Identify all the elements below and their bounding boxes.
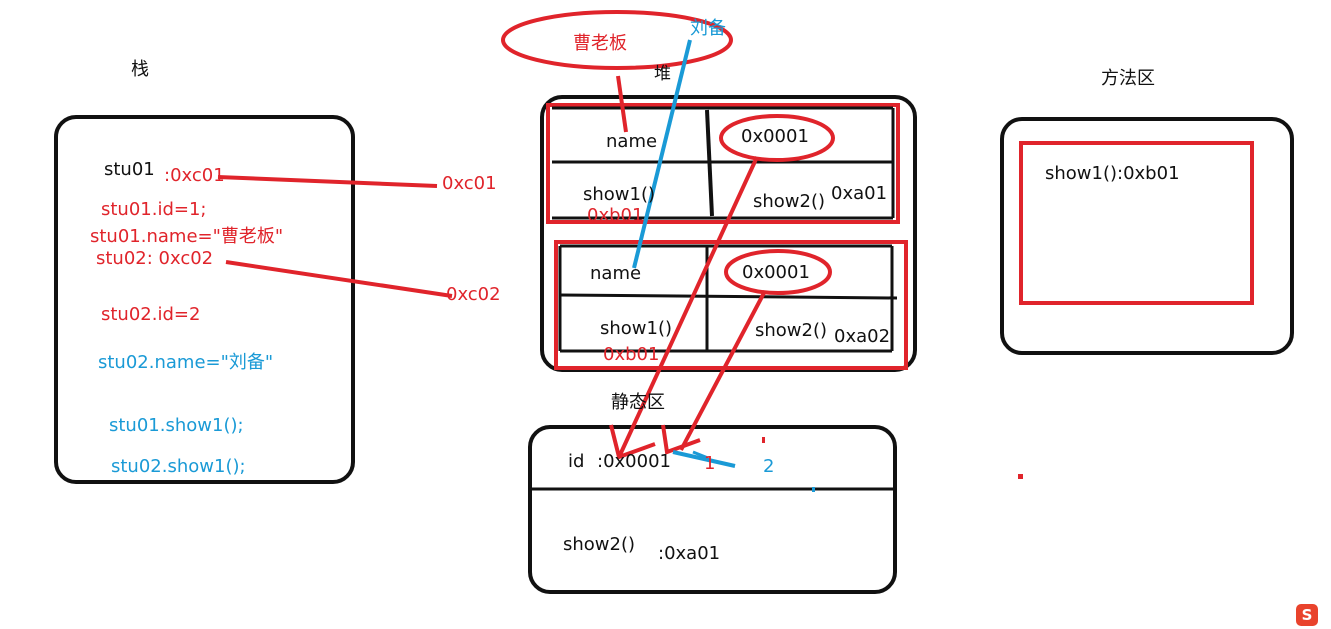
heap-obj1-method1-addr: 0xb01 <box>587 205 644 226</box>
static-id-label: id <box>568 451 585 472</box>
static-area-box <box>528 425 897 594</box>
heap-obj2-method2: show2() <box>755 320 828 341</box>
ref-oval-2 <box>724 249 832 295</box>
heap-obj1-method2-addr: 0xa01 <box>831 183 888 204</box>
stack-stu01-id: stu01.id=1; <box>101 199 207 220</box>
stack-stu02-id: stu02.id=2 <box>101 304 201 325</box>
ime-logo: S <box>1296 604 1318 626</box>
ref-line-1 <box>217 175 438 188</box>
stack-stu02: stu02: 0xc02 <box>96 248 214 269</box>
static-method: show2() <box>563 534 636 555</box>
ref-oval-1 <box>719 114 835 162</box>
heap-obj1-field: name <box>606 131 658 152</box>
stack-stu01-name: stu01.name="曹老板" <box>90 226 284 247</box>
stack-call-2: stu02.show1(); <box>111 456 246 477</box>
heap-obj1-method1: show1() <box>583 184 656 205</box>
stack-stu02-name: stu02.name="刘备" <box>98 352 274 373</box>
heap-obj1-ref: 0x0001 <box>741 126 809 147</box>
oval-label: 曹老板 <box>573 33 627 54</box>
heap-obj2-field: name <box>590 263 642 284</box>
arrow-label-obj2: 0xc02 <box>446 284 501 305</box>
heap-object-1-frame <box>546 103 900 224</box>
method-area-heading: 方法区 <box>1101 68 1155 89</box>
heap-obj2-ref: 0x0001 <box>742 262 810 283</box>
heap-heading: 堆 <box>654 64 671 84</box>
static-id-value: :0x0001 <box>597 451 671 472</box>
method-area-red-frame <box>1019 141 1254 305</box>
stack-stu01: stu01 <box>104 159 155 180</box>
stack-box <box>54 115 355 484</box>
ref-line-2 <box>225 260 453 298</box>
stack-heading: 栈 <box>131 59 149 80</box>
static-method-addr: :0xa01 <box>658 543 721 564</box>
static-new-value: 2 <box>763 456 775 477</box>
top-oval <box>501 10 733 70</box>
method-area-box <box>1000 117 1294 355</box>
oval-overlay-label: 刘备 <box>690 18 726 39</box>
method-area-entry: show1():0xb01 <box>1045 163 1180 184</box>
heap-obj2-method1-addr: 0xb01 <box>603 344 660 365</box>
stack-stu01-ref: :0xc01 <box>164 165 225 186</box>
heap-object-2-frame <box>554 240 908 370</box>
arrow-label-obj1: 0xc01 <box>442 173 497 194</box>
stack-call-1: stu01.show1(); <box>109 415 244 436</box>
heap-obj2-method1: show1() <box>600 318 673 339</box>
static-old-value: 1 <box>704 453 716 474</box>
heap-obj1-method2: show2() <box>753 191 826 212</box>
heap-obj2-method2-addr: 0xa02 <box>834 326 891 347</box>
static-area-heading: 静态区 <box>611 392 665 413</box>
